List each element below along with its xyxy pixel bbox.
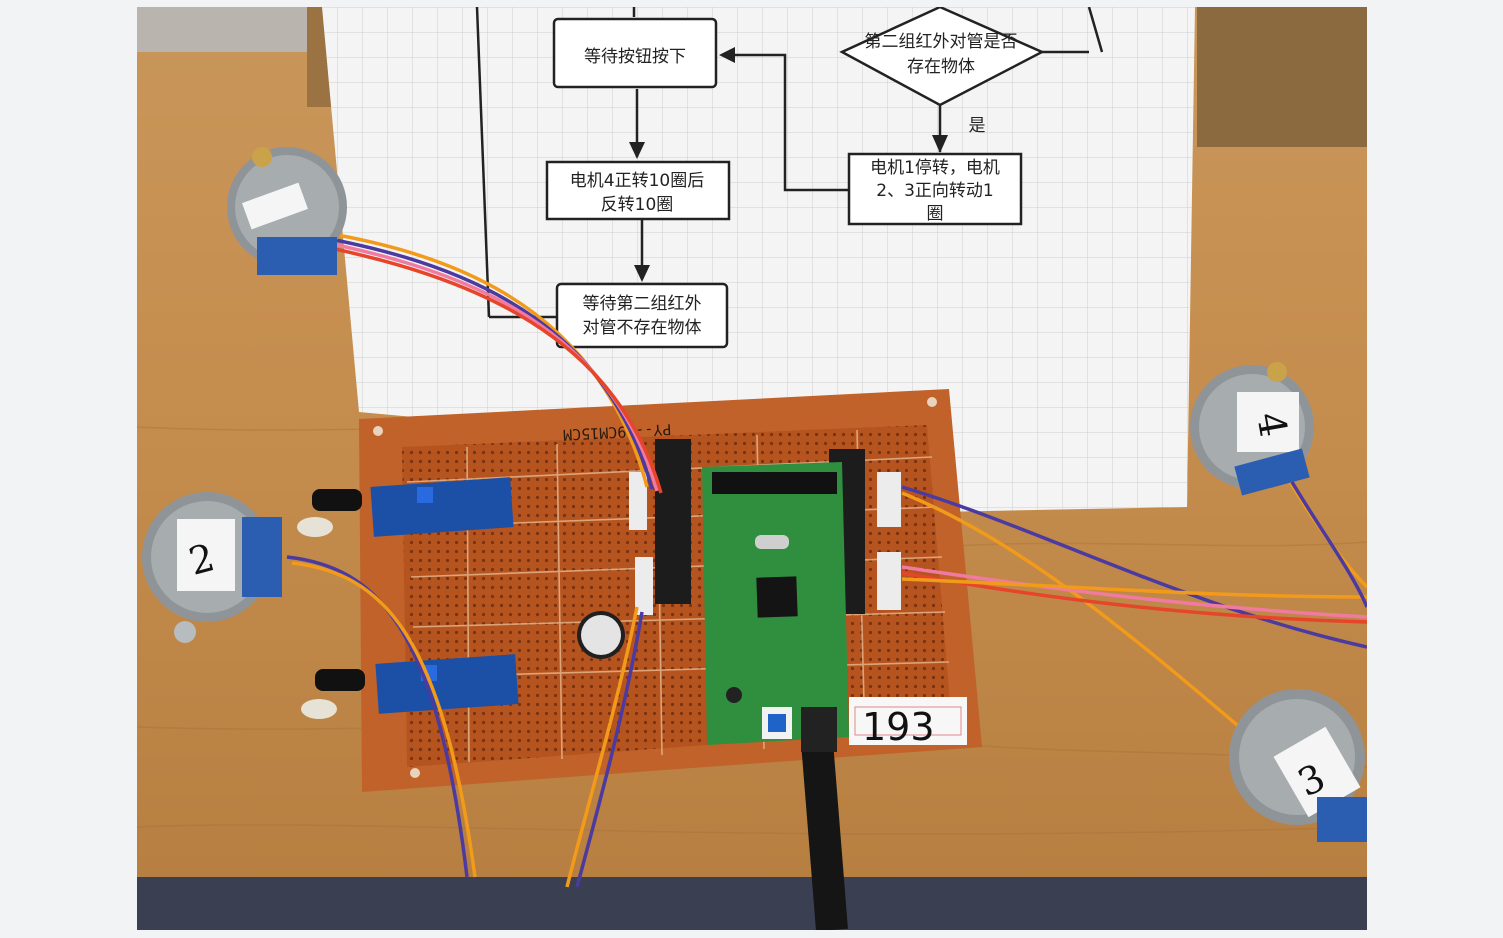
dc-power-cable xyxy=(801,740,848,930)
flow-text-diamond-2: 存在物体 xyxy=(907,57,975,77)
connector-right-2 xyxy=(877,552,901,610)
flow-text-wait-button: 等待按钮按下 xyxy=(584,47,686,67)
flow-text-motor4-2: 反转10圈 xyxy=(601,195,674,215)
stepper-motor-3 xyxy=(1229,689,1367,842)
mcu-header-top xyxy=(712,472,837,494)
board-number-text: 193 xyxy=(862,705,935,749)
pcb-mount-hole xyxy=(927,397,937,407)
pcb-silkscreen: PY--09CM15CM xyxy=(563,420,672,444)
flow-text-wait-ir-1: 等待第二组红外 xyxy=(583,294,702,314)
paper-grid xyxy=(322,7,1195,512)
flow-text-diamond-1: 第二组红外对管是否 xyxy=(865,32,1018,52)
board-number-label xyxy=(849,697,967,745)
flow-box-wait-ir xyxy=(555,282,729,349)
flow-text-motor1-2: 2、3正向转动1 xyxy=(876,181,993,201)
ir-module-top xyxy=(297,477,514,537)
ir-module-bottom xyxy=(301,654,519,719)
label-red-rule xyxy=(854,706,962,736)
flow-text-yes: 是 xyxy=(969,116,986,136)
pcb-mount-hole xyxy=(373,426,383,436)
flow-text-motor1-1: 电机1停转，电机 xyxy=(870,158,1000,178)
flow-box-motor1 xyxy=(847,152,1023,226)
floor-edge xyxy=(137,877,1367,930)
mcu-chip xyxy=(756,576,798,618)
flow-arrowheads xyxy=(629,47,948,282)
stepper-motor-4 xyxy=(1190,362,1314,496)
ic-socket-left xyxy=(655,439,691,604)
pcb-mount-hole xyxy=(410,768,420,778)
flowchart xyxy=(475,7,1104,349)
dc-jack xyxy=(801,707,837,752)
flow-box-wait-button xyxy=(552,17,718,89)
flow-text-motor4-1: 电机4正转10圈后 xyxy=(570,171,704,191)
flow-text-motor1-3: 圈 xyxy=(927,204,944,224)
connector-top-left xyxy=(629,472,647,530)
photo: 等待按钮按下 第二组红外对管是否 存在物体 是 电机4正转10圈后 反转10圈 … xyxy=(137,7,1367,930)
reset-button-cap xyxy=(768,714,786,732)
crystal xyxy=(755,535,789,549)
capacitor xyxy=(726,687,742,703)
buzzer-sticker xyxy=(581,615,621,655)
flow-box-motor4 xyxy=(545,160,731,221)
wood-block xyxy=(1197,7,1367,147)
flow-text-wait-ir-2: 对管不存在物体 xyxy=(583,318,702,338)
connector-right-1 xyxy=(877,472,901,527)
connector-mid-left xyxy=(635,557,653,615)
grey-cloth xyxy=(137,7,327,52)
stepper-motor-2 xyxy=(142,492,282,643)
stepper-motor-1 xyxy=(227,147,347,275)
